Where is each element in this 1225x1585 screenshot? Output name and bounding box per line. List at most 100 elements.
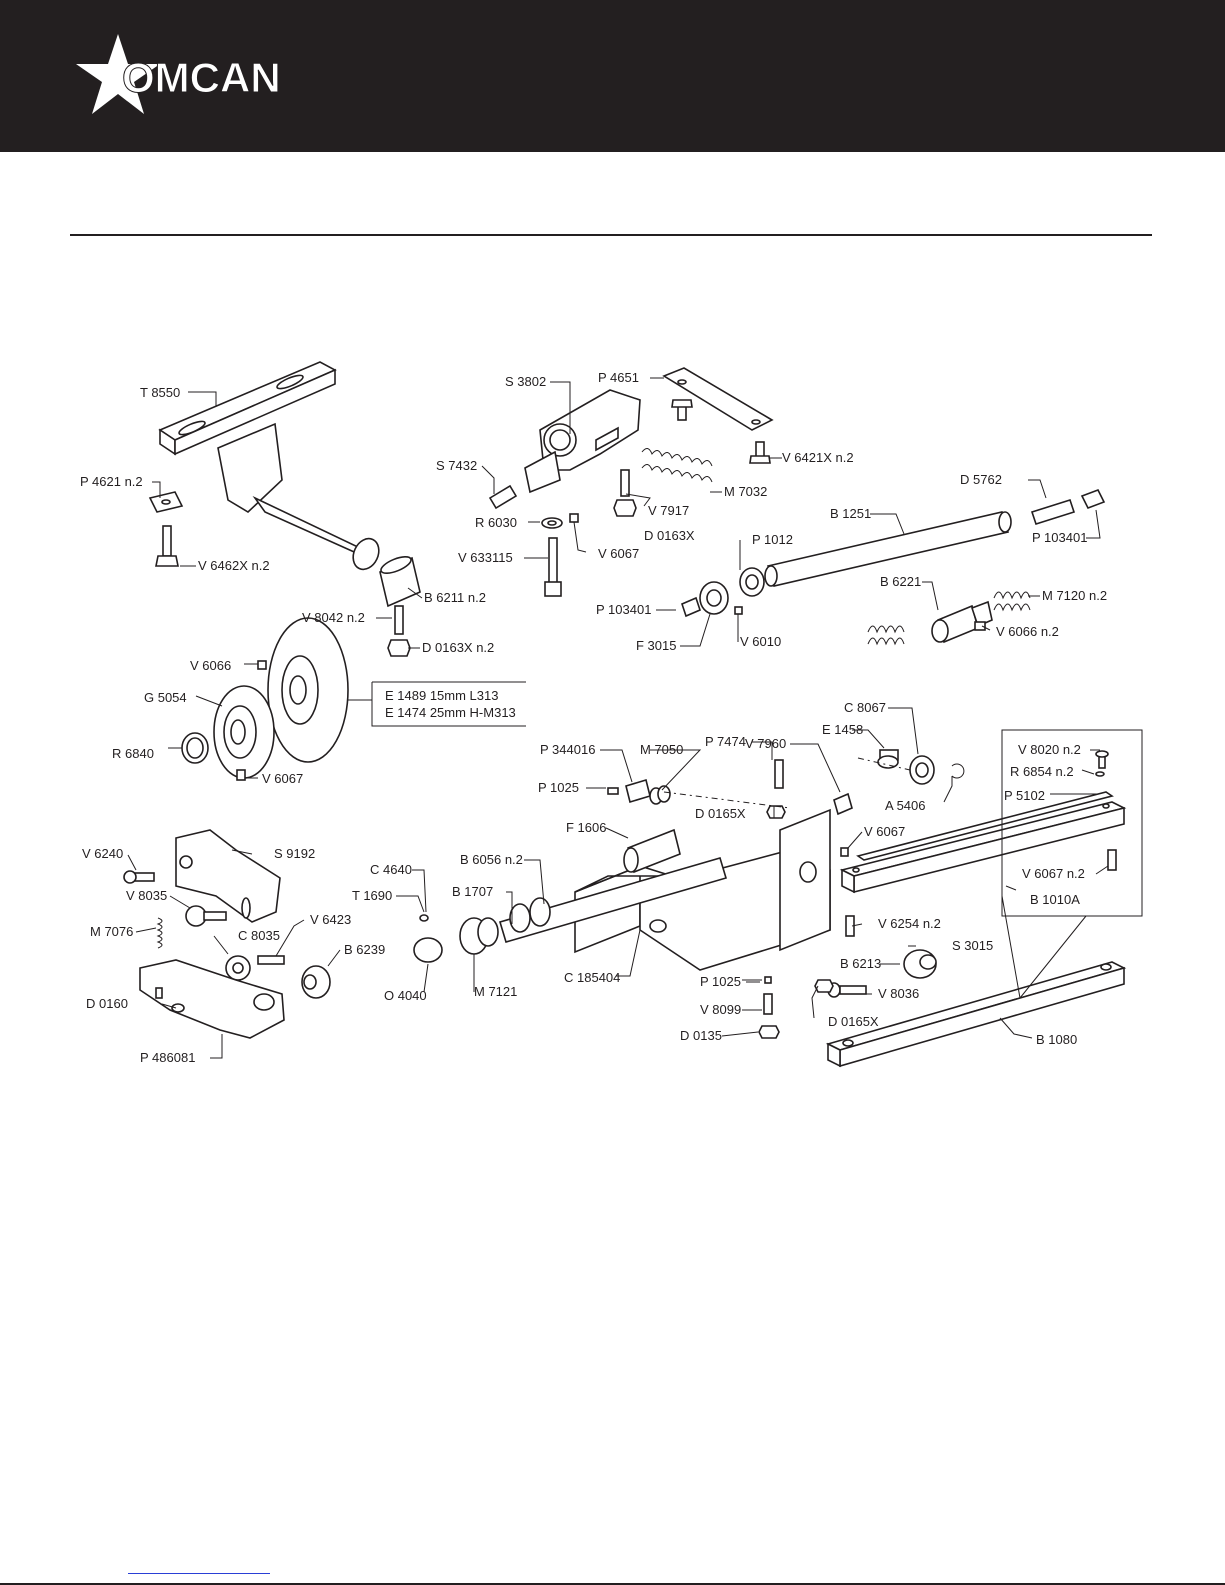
label-r6854: R 6854 n.2 [1010, 764, 1074, 779]
label-v6254: V 6254 n.2 [878, 916, 941, 931]
part-d0160-pin [171, 1003, 185, 1013]
part-r6030-washer [541, 517, 563, 529]
part-p7474-pin [774, 759, 784, 789]
label-d0160: D 0160 [86, 996, 128, 1011]
label-v6421x: V 6421X n.2 [782, 450, 854, 465]
detail-callout-frame [1001, 729, 1143, 917]
label-r6840: R 6840 [112, 746, 154, 761]
part-p1025-pin-b [764, 976, 772, 984]
label-v6067-c: V 6067 [864, 824, 905, 839]
part-v6423-screw [257, 955, 285, 965]
label-v6067-a: V 6067 [262, 771, 303, 786]
label-f3015: F 3015 [636, 638, 676, 653]
label-v6423: V 6423 [310, 912, 351, 927]
part-v6066-setscrew-b [974, 621, 986, 631]
part-p1025-pin [607, 787, 619, 795]
part-v8035-bolt [185, 905, 227, 927]
label-b1010a: B 1010A [1030, 892, 1080, 907]
part-p103401-cap-b [681, 596, 701, 618]
star-icon [76, 34, 160, 114]
part-v633115-bolt [544, 537, 562, 597]
label-d0163x: D 0163X [644, 528, 695, 543]
part-v8036-screw [827, 982, 867, 998]
label-b6211: B 6211 n.2 [424, 590, 486, 605]
part-p4621-plate [148, 491, 184, 513]
part-v7960-screw [833, 792, 853, 816]
label-r6030: R 6030 [475, 515, 517, 530]
part-d0165x-nut-b [814, 979, 834, 993]
label-v8042: V 8042 n.2 [302, 610, 365, 625]
label-v6066-a: V 6066 [190, 658, 231, 673]
label-p5102: P 5102 [1004, 788, 1045, 803]
page-header: OMCAN [0, 0, 1225, 152]
part-b6213-wheel [903, 949, 937, 979]
part-b1707-shaft [499, 857, 727, 943]
label-d0163x-n2: D 0163X n.2 [422, 640, 494, 655]
brand-logotype: OMCAN [122, 54, 281, 101]
label-t1690: T 1690 [352, 888, 392, 903]
part-p4651-plate [662, 367, 774, 431]
part-s3802-clamp [524, 389, 641, 494]
part-b1080-rail [825, 961, 1127, 1068]
part-v8042-stud [394, 605, 404, 635]
label-v6067-d: V 6067 n.2 [1022, 866, 1085, 881]
part-m7076-spring [156, 917, 163, 949]
label-v6010: V 6010 [740, 634, 781, 649]
label-c8067: C 8067 [844, 700, 886, 715]
label-d0165x-a: D 0165X [695, 806, 746, 821]
part-p103401-cap-a [1080, 488, 1106, 510]
label-v6066-b: V 6066 n.2 [996, 624, 1059, 639]
part-e1489-pulley [267, 617, 349, 763]
part-p486081-arm [139, 959, 285, 1039]
label-p486081: P 486081 [140, 1050, 195, 1065]
label-p1025-a: P 1025 [538, 780, 579, 795]
part-v6066-setscrew [257, 660, 267, 670]
part-v8099-stud [763, 993, 773, 1015]
label-b6056: B 6056 n.2 [460, 852, 523, 867]
label-b6221: B 6221 [880, 574, 921, 589]
label-s9192: S 9192 [274, 846, 315, 861]
note-line-2: E 1474 25mm H-M313 [385, 705, 516, 720]
part-v6067-screw-d [1107, 849, 1117, 871]
part-r6854-washer [1095, 771, 1105, 777]
part-b1010a-rail [839, 801, 1127, 894]
part-m7120-spring-b [993, 591, 1031, 612]
part-m7050-spring [649, 785, 671, 805]
label-s7432: S 7432 [436, 458, 477, 473]
part-a5406-clip [951, 763, 965, 779]
part-f3015-bearing [699, 581, 729, 615]
label-s3802: S 3802 [505, 374, 546, 389]
part-b6221-collar [931, 600, 993, 644]
part-f1606-sleeve [623, 828, 681, 874]
part-v6421x-bolt-b [749, 441, 771, 464]
part-d0135-nut [758, 1025, 780, 1039]
footer-link-underline[interactable] [128, 1573, 270, 1574]
part-o4040-knob [413, 937, 443, 963]
label-c8035: C 8035 [238, 928, 280, 943]
label-d5762: D 5762 [960, 472, 1002, 487]
label-b1707: B 1707 [452, 884, 493, 899]
label-v6067-b: V 6067 [598, 546, 639, 561]
part-b6239-wheel [301, 965, 331, 999]
part-m7120-spring-a [867, 625, 905, 646]
part-b6056-bearing [509, 897, 551, 933]
detail-callout-lines [1001, 895, 1087, 999]
label-b6239: B 6239 [344, 942, 385, 957]
label-t8550: T 8550 [140, 385, 180, 400]
label-p4651: P 4651 [598, 370, 639, 385]
part-v6067-setscrew [236, 769, 246, 781]
label-p1025-b: P 1025 [700, 974, 741, 989]
label-p344016: P 344016 [540, 742, 595, 757]
part-d0163x-nut-b [613, 499, 637, 517]
label-a5406: A 5406 [885, 798, 926, 813]
part-v6067-screw-c [840, 847, 849, 857]
part-c8067-bearing [909, 755, 935, 785]
part-t1690-key [419, 914, 429, 922]
label-d0165x-b: D 0165X [828, 1014, 879, 1029]
part-c8035-bearing [225, 955, 251, 981]
label-m7050: M 7050 [640, 742, 683, 757]
part-v6240-screw [123, 870, 155, 884]
label-v8020: V 8020 n.2 [1018, 742, 1081, 757]
label-s3015: S 3015 [952, 938, 993, 953]
label-v8035: V 8035 [126, 888, 167, 903]
